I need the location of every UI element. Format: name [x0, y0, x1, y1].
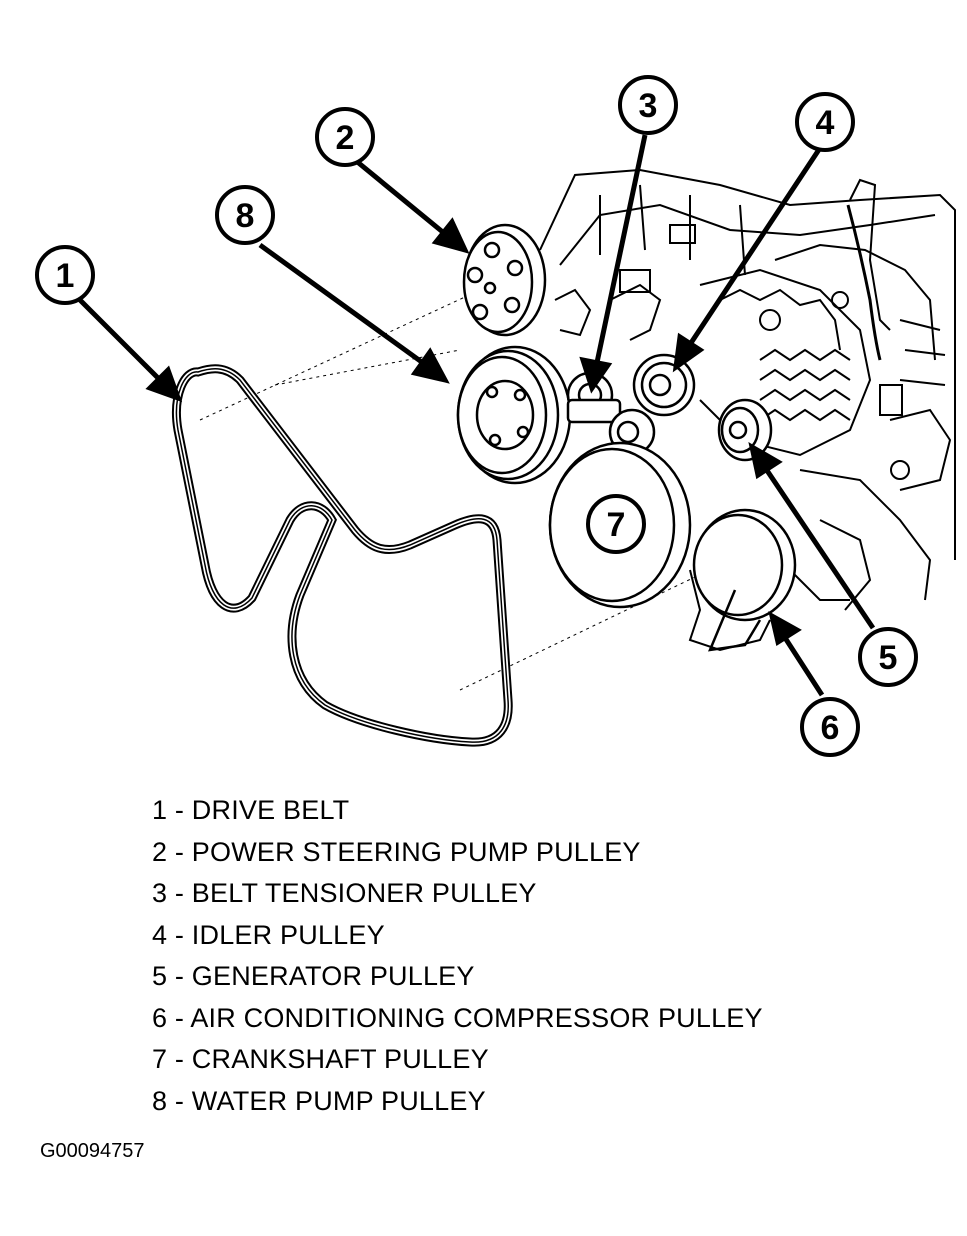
callout-1: 1	[35, 245, 95, 305]
callout-3-number: 3	[639, 87, 658, 125]
leader-arrows	[78, 134, 876, 697]
callout-5: 5	[858, 627, 918, 687]
callout-8: 8	[215, 185, 275, 245]
callout-8-number: 8	[236, 197, 255, 235]
legend-item: 2 - POWER STEERING PUMP PULLEY	[152, 836, 641, 867]
figure-id: G00094757	[40, 1140, 145, 1162]
belt-tensioner-pulley	[566, 371, 656, 456]
legend-item: 5 - GENERATOR PULLEY	[152, 961, 475, 991]
callout-7: 7	[586, 494, 646, 554]
callout-3: 3	[618, 75, 678, 135]
callout-2-number: 2	[336, 119, 355, 157]
callout-4: 4	[795, 92, 855, 152]
callout-1-number: 1	[56, 257, 75, 295]
water-pump-pulley	[456, 345, 572, 485]
legend-item: 7 - CRANKSHAFT PULLEY	[152, 1044, 489, 1074]
legend-item: 8 - WATER PUMP PULLEY	[152, 1085, 486, 1116]
callout-7-number: 7	[607, 506, 626, 544]
callout-6-number: 6	[821, 709, 840, 747]
legend-item: 6 - AIR CONDITIONING COMPRESSOR PULLEY	[152, 1002, 763, 1033]
callout-2: 2	[315, 107, 375, 167]
callout-6: 6	[800, 697, 860, 757]
parts-legend: 1 - DRIVE BELT 2 - POWER STEERING PUMP P…	[152, 790, 763, 1122]
belt-routing-diagram: 1 2 3 4 5 6 7 8	[35, 75, 956, 757]
callout-5-number: 5	[879, 639, 898, 677]
idler-pulley	[632, 353, 696, 417]
legend-item: 1 - DRIVE BELT	[152, 795, 350, 825]
ac-compressor-pulley	[692, 508, 797, 652]
drive-belt	[172, 364, 513, 747]
legend-item: 4 - IDLER PULLEY	[152, 919, 385, 950]
power-steering-pump-pulley	[462, 223, 547, 337]
callout-4-number: 4	[816, 104, 835, 142]
generator-pulley	[717, 398, 773, 462]
legend-item: 3 - BELT TENSIONER PULLEY	[152, 878, 537, 908]
